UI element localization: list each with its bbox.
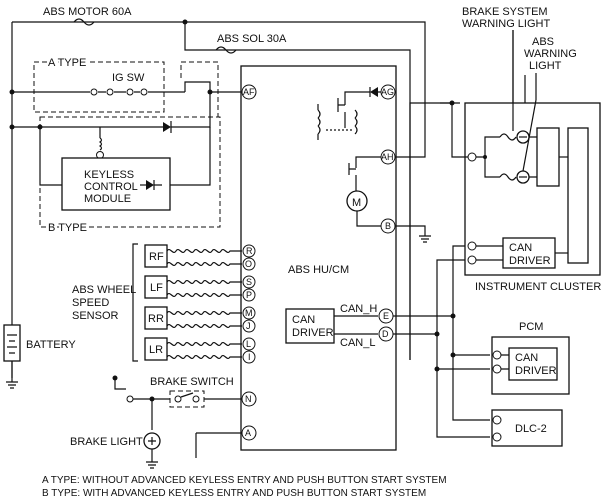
svg-text:A: A <box>245 428 251 438</box>
can-bus-lines <box>393 245 490 438</box>
wheel-sensor-label-line1: ABS WHEEL <box>72 284 136 296</box>
svg-text:LF: LF <box>150 282 163 294</box>
sensor-rf: RF <box>144 244 242 268</box>
svg-text:AG: AG <box>381 87 394 97</box>
brake-system-warning-label-line2: WARNING LIGHT <box>462 18 550 30</box>
cluster-control-block <box>536 127 560 187</box>
svg-text:RF: RF <box>149 251 164 263</box>
keyless-label-line1: KEYLESS <box>84 169 134 181</box>
abs-can-driver-line1: CAN <box>292 314 315 326</box>
cluster-side-block <box>567 127 589 264</box>
wheel-sensor-label-line2: SPEED <box>72 297 109 309</box>
svg-text:P: P <box>246 290 252 300</box>
instrument-cluster-label: INSTRUMENT CLUSTER <box>475 281 601 293</box>
cluster-can-line2: DRIVER <box>509 255 551 267</box>
b-type-label: B TYPE <box>48 222 87 234</box>
ig-sw-circuit <box>9 81 241 96</box>
brake-light-label: BRAKE LIGHT <box>70 436 143 448</box>
cluster-can-driver <box>502 237 556 269</box>
ig-sw-label: IG SW <box>112 72 145 84</box>
brake-switch-circuit <box>112 375 242 469</box>
can-l-label: CAN_L <box>340 337 375 349</box>
pcm-label: PCM <box>519 321 543 333</box>
can-h-label: CAN_H <box>340 303 377 315</box>
svg-text:AF: AF <box>243 87 255 97</box>
abs-motor-label: ABS MOTOR 60A <box>43 6 132 18</box>
battery-label: BATTERY <box>26 339 76 351</box>
abs-sol-fuse <box>215 46 237 54</box>
pcm-can-line2: DRIVER <box>515 365 557 377</box>
svg-text:M: M <box>245 308 253 318</box>
dlc-2-connector <box>491 409 563 447</box>
keyless-diode-icon <box>140 180 162 190</box>
abs-motor-circuit: M <box>346 156 396 227</box>
keyless-label-line3: MODULE <box>84 193 131 205</box>
abs-warning-light-icon <box>499 170 530 184</box>
abs-sol-label: ABS SOL 30A <box>217 33 287 45</box>
wheel-sensor-bracket <box>132 243 138 362</box>
abs-motor-fuse <box>73 18 95 26</box>
wheel-sensor-label-line3: SENSOR <box>72 310 119 322</box>
abs-hu-cm-label: ABS HU/CM <box>288 264 349 276</box>
svg-text:B: B <box>385 221 391 231</box>
cluster-power <box>409 100 500 360</box>
abs-can-driver <box>285 308 335 344</box>
brake-system-warning-label-line1: BRAKE SYSTEM <box>462 6 548 18</box>
svg-text:L: L <box>246 339 251 349</box>
svg-text:R: R <box>246 246 253 256</box>
abs-warning-label-line1: ABS <box>532 36 554 48</box>
svg-text:D: D <box>382 329 389 339</box>
abs-hu-cm-module <box>240 65 397 451</box>
svg-text:I: I <box>248 352 251 362</box>
svg-text:LR: LR <box>149 344 163 356</box>
pcm-can-driver <box>508 347 558 381</box>
brake-switch-label: BRAKE SWITCH <box>150 376 234 388</box>
sensor-lf: LF <box>144 275 242 299</box>
dlc-2-label: DLC-2 <box>515 423 547 435</box>
keyless-label-line2: CONTROL <box>84 181 138 193</box>
ground-icon <box>396 225 431 243</box>
motor-label: M <box>352 197 361 209</box>
battery-icon <box>3 324 21 389</box>
sensor-rr: RR <box>144 306 242 330</box>
abs-warning-label-line3: LIGHT <box>529 60 562 72</box>
note-a-type: A TYPE: WITHOUT ADVANCED KEYLESS ENTRY A… <box>42 475 447 486</box>
svg-text:J: J <box>246 321 251 331</box>
svg-text:S: S <box>246 277 252 287</box>
sensor-lr: LR <box>144 337 242 361</box>
a-type-label: A TYPE <box>48 57 86 69</box>
abs-warning-label-line2: WARNING <box>524 48 577 60</box>
svg-text:N: N <box>245 394 252 404</box>
svg-text:RR: RR <box>148 313 164 325</box>
svg-text:AH: AH <box>381 152 394 162</box>
note-b-type: B TYPE: WITH ADVANCED KEYLESS ENTRY AND … <box>42 488 426 499</box>
abs-can-driver-line2: DRIVER <box>292 327 334 339</box>
a-type-region <box>33 61 165 113</box>
abs-pins: AF AG AH B R O S P M J L I E D N A <box>241 84 396 441</box>
svg-text:O: O <box>245 259 252 269</box>
svg-text:E: E <box>383 311 389 321</box>
cluster-can-line1: CAN <box>509 242 532 254</box>
pcm-can-line1: CAN <box>515 352 538 364</box>
